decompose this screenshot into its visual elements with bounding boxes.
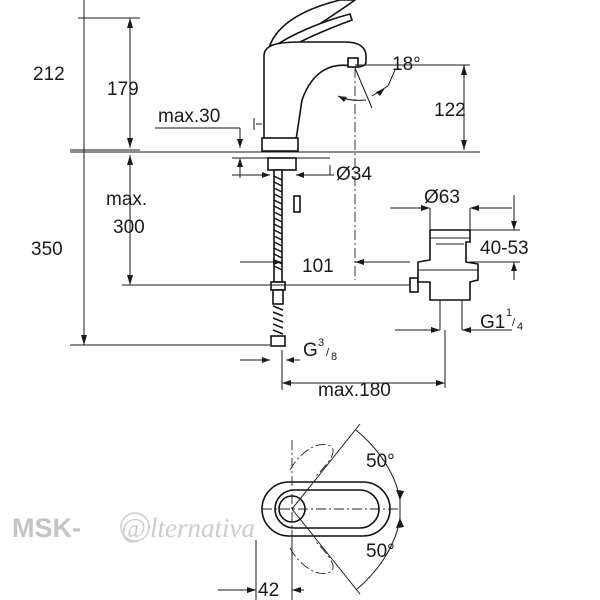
faucet-body bbox=[253, 0, 367, 152]
dim-spout-reach: 101 bbox=[302, 256, 334, 277]
dim-lever-angle-top: 50° bbox=[366, 451, 395, 472]
dim-waste-thread-num: 1 bbox=[506, 307, 512, 319]
dim-waste-diameter: Ø63 bbox=[424, 187, 460, 208]
deck-dimensions bbox=[155, 127, 334, 178]
dim-waste-range: 40-53 bbox=[480, 238, 529, 259]
dim-supply-thread-main: G bbox=[303, 340, 318, 361]
dim-supply-thread-num: 3 bbox=[318, 337, 324, 349]
supply-hose bbox=[267, 157, 301, 347]
dim-hole-diameter: Ø34 bbox=[336, 164, 372, 185]
watermark-text-left: MSK- bbox=[12, 513, 81, 543]
dim-spout-height: 179 bbox=[107, 79, 139, 100]
dim-base-offset: 42 bbox=[258, 580, 279, 600]
watermark-text-at: @ bbox=[121, 513, 146, 543]
waste-connection bbox=[130, 195, 520, 390]
dim-waste-thread-den: 4 bbox=[517, 321, 523, 333]
dim-spout-angle: 18° bbox=[392, 54, 421, 75]
dim-hose-max-label: max. bbox=[106, 189, 147, 210]
dim-overall-height: 212 bbox=[33, 64, 65, 85]
dim-waste-reach: max.180 bbox=[318, 380, 391, 401]
reach-dimension bbox=[240, 259, 410, 265]
watermark-text-right: lternativa bbox=[150, 513, 255, 543]
dim-outlet-height: 122 bbox=[434, 100, 466, 121]
dim-total-height: 350 bbox=[31, 239, 63, 260]
dim-waste-thread-slash: / bbox=[512, 317, 516, 329]
dim-hose-length: 300 bbox=[113, 217, 145, 238]
dim-supply-thread-den: 8 bbox=[331, 351, 337, 363]
watermark-logo-ring bbox=[120, 512, 150, 542]
top-view bbox=[218, 423, 404, 600]
dim-lever-angle-bottom: 50° bbox=[366, 541, 395, 562]
spout-dimensions bbox=[337, 64, 470, 280]
dim-waste-thread-main: G1 bbox=[480, 312, 505, 333]
dim-max-deck: max.30 bbox=[158, 106, 220, 127]
dim-supply-thread-slash: / bbox=[326, 347, 330, 359]
